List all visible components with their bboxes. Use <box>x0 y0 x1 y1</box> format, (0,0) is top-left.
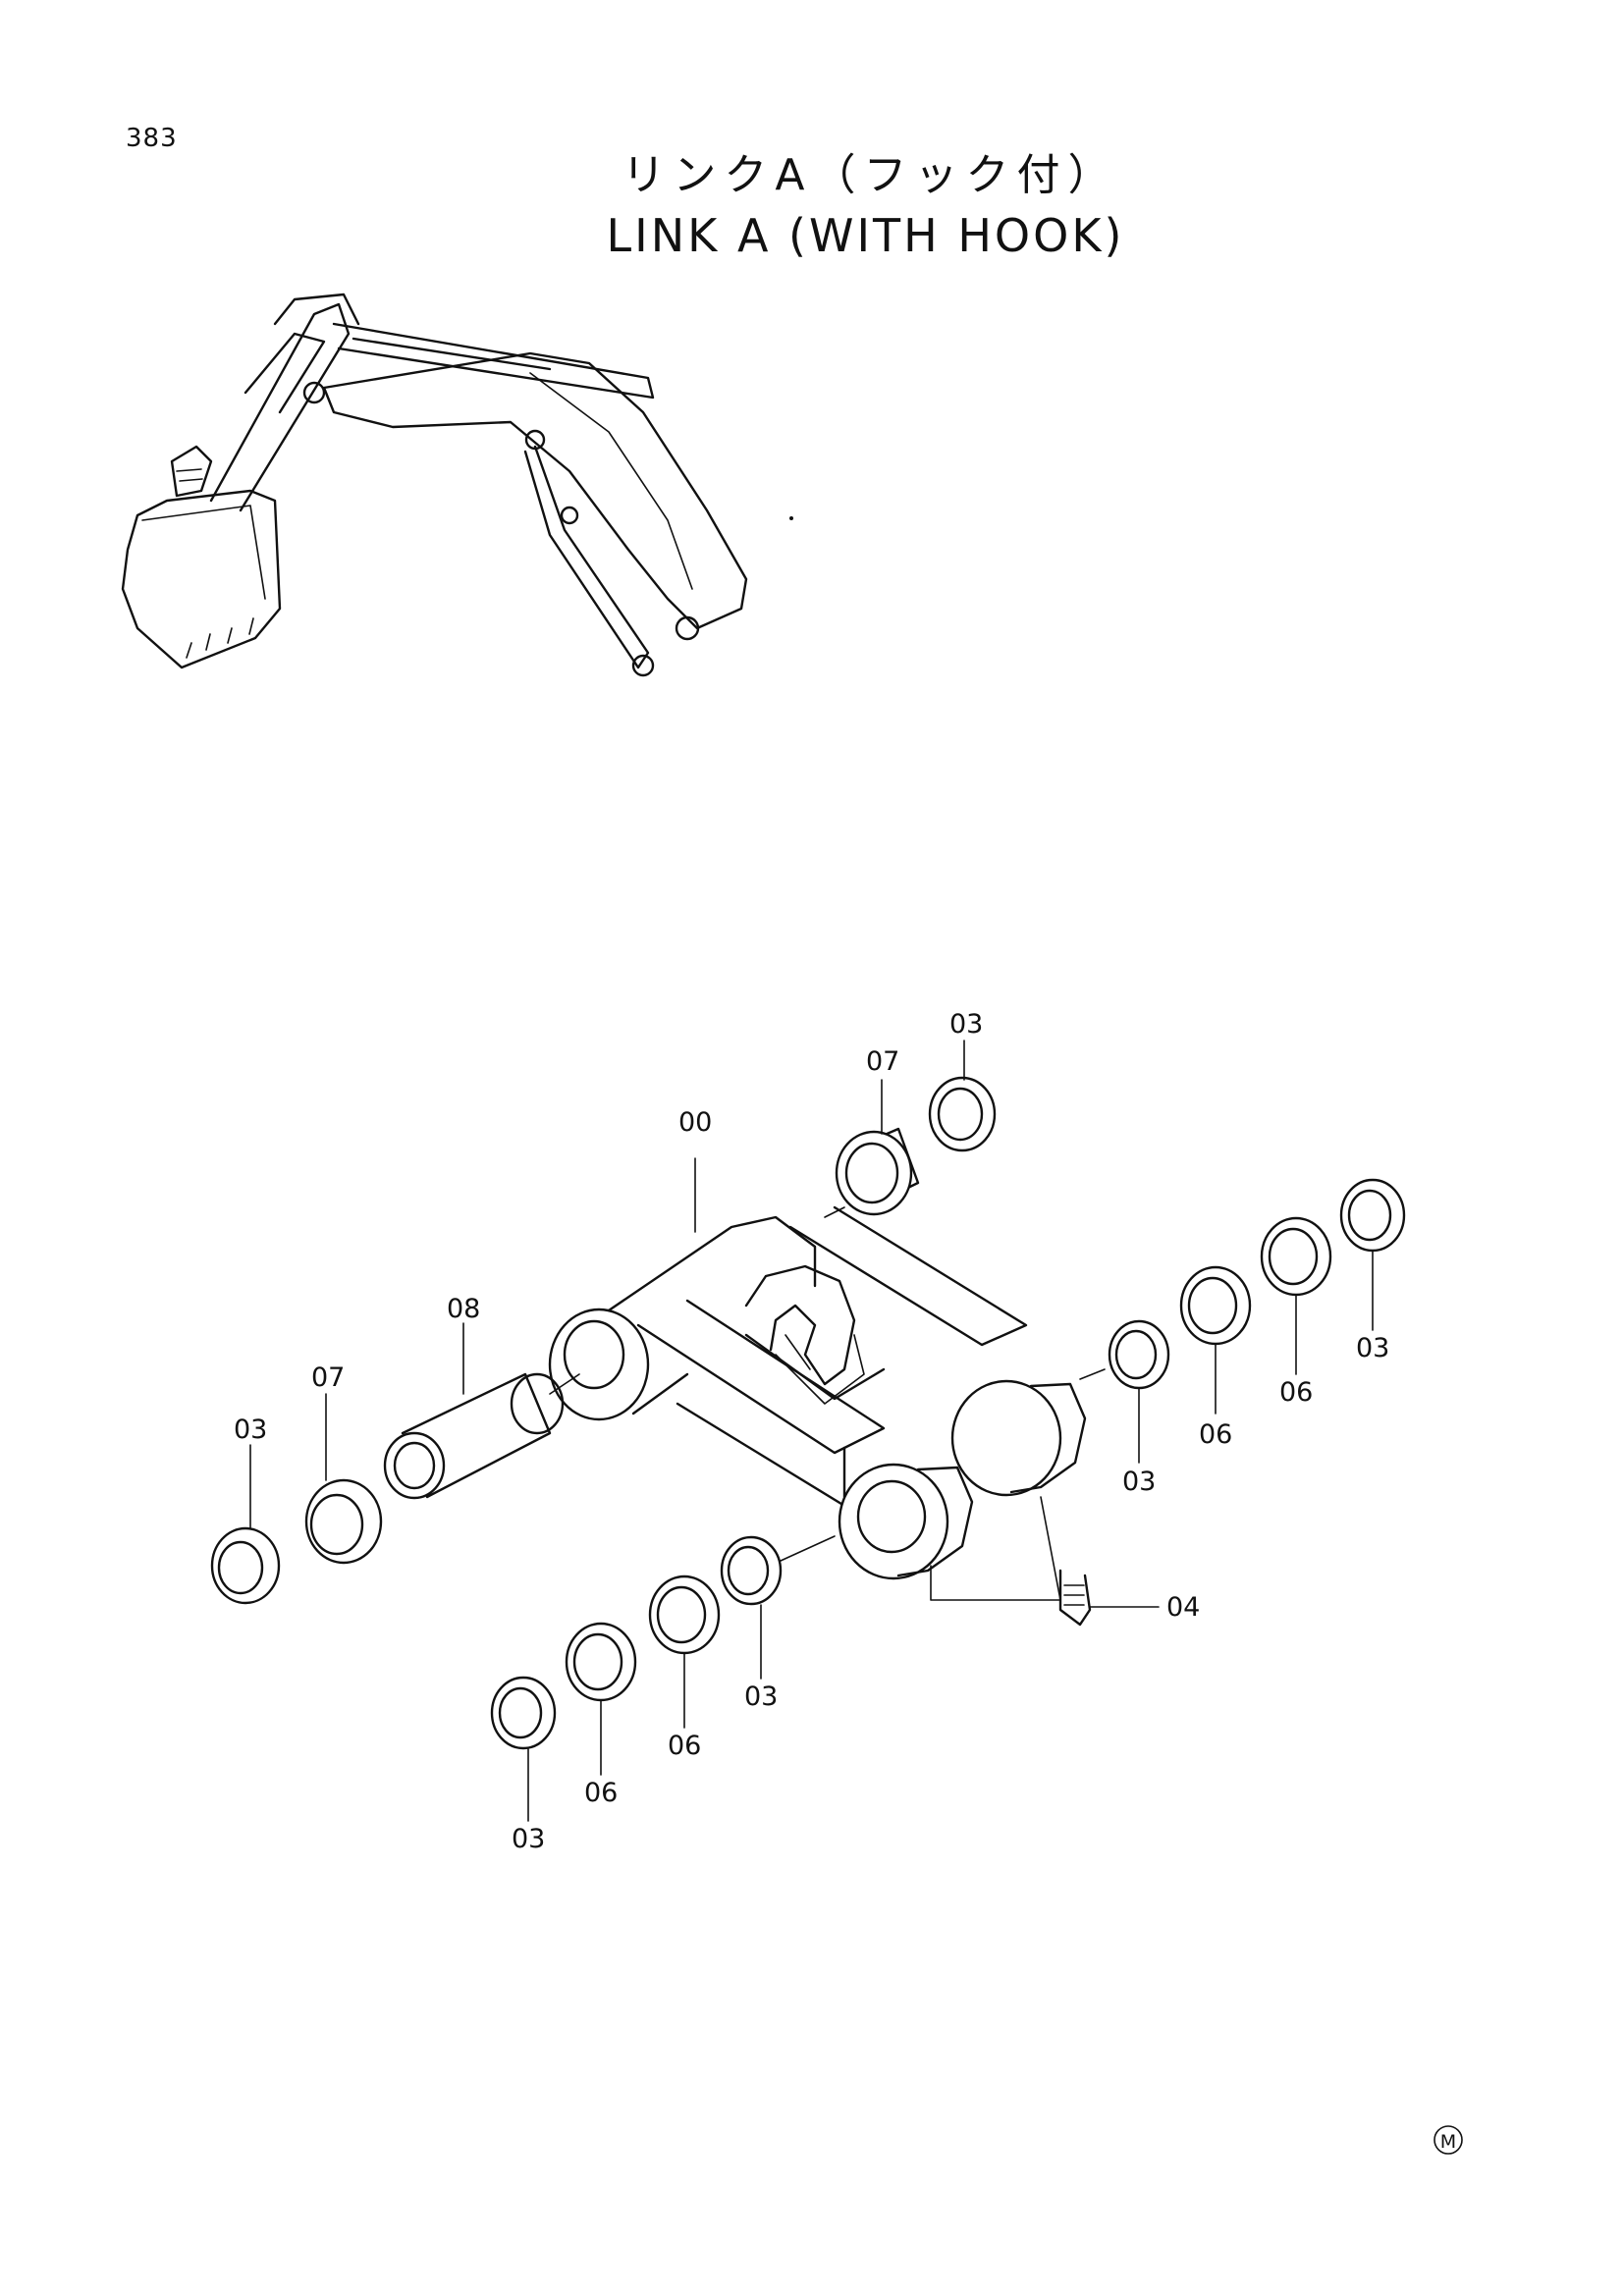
leader-lines <box>249 1040 1374 1822</box>
part-07-bushing-top <box>835 1127 920 1216</box>
callout-06-right-a: 06 <box>1199 1419 1232 1450</box>
excavator-overview-illustration <box>121 293 793 677</box>
mark-letter: M <box>1440 2131 1456 2153</box>
title-japanese: リンクA（フック付） <box>622 150 1119 200</box>
callout-03-top: 03 <box>949 1009 983 1040</box>
part-06-spacer-right-b <box>1260 1216 1332 1297</box>
callout-03-far-left: 03 <box>234 1415 267 1445</box>
callout-06-bottom-a: 06 <box>668 1731 701 1761</box>
part-06-spacer-right-a <box>1179 1265 1252 1346</box>
callout-06-right-b: 06 <box>1279 1377 1313 1408</box>
title-block: リンクA（フック付） LINK A (WITH HOOK) <box>0 145 1623 265</box>
callout-labels: 00 07 03 08 07 03 03 06 06 03 04 03 06 0… <box>234 1009 1389 1854</box>
callout-06-bottom-b: 06 <box>584 1778 618 1808</box>
part-08-pin <box>383 1372 565 1500</box>
part-03-shim-bottom-a <box>720 1535 783 1606</box>
page-number: 383 <box>126 124 178 153</box>
callout-03-far-right: 03 <box>1356 1333 1389 1363</box>
part-03-shim-far-right <box>1339 1178 1406 1253</box>
callout-00: 00 <box>678 1107 712 1138</box>
callout-08: 08 <box>447 1294 480 1324</box>
part-03-shim-top <box>928 1076 997 1152</box>
part-06-spacer-bottom-b <box>565 1622 637 1702</box>
callout-07-left: 07 <box>311 1362 345 1393</box>
callout-03-bottom-a: 03 <box>744 1682 778 1712</box>
part-04-grease-fitting <box>1058 1569 1092 1627</box>
callout-07-top: 07 <box>866 1046 899 1077</box>
title-english: LINK A (WITH HOOK) <box>606 209 1125 262</box>
callout-03-bottom-b: 03 <box>512 1824 545 1854</box>
part-03-shim-right <box>1108 1319 1170 1390</box>
part-03-shim-bottom-b <box>490 1676 557 1750</box>
part-03-shim-far-left <box>210 1526 281 1605</box>
callout-04: 04 <box>1166 1592 1200 1623</box>
part-07-bushing-left <box>304 1478 383 1565</box>
circled-m-mark: M <box>1434 2125 1463 2155</box>
link-a-body <box>548 1205 1087 1580</box>
part-06-spacer-bottom-a <box>648 1575 721 1655</box>
callout-03-right: 03 <box>1122 1467 1156 1497</box>
